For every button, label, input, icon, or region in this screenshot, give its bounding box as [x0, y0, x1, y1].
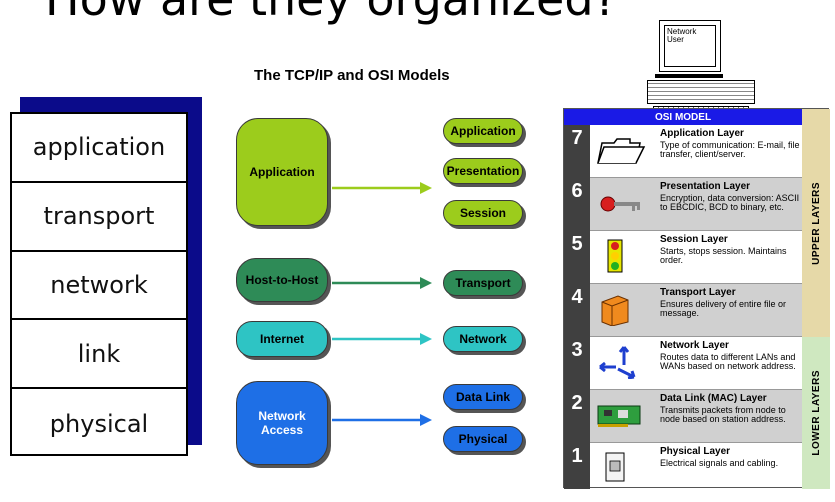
key-icon [600, 196, 640, 212]
layer-name: Application Layer [660, 128, 744, 139]
layer-number-5: 5 [564, 231, 590, 284]
tcpip-application: Application [236, 118, 328, 226]
tcpip-network-access-label: Network Access [258, 408, 306, 437]
stack-layer-physical: physical [49, 409, 149, 438]
layer-number-7: 7 [564, 125, 590, 178]
layer-number-4: 4 [564, 284, 590, 337]
package-icon [601, 295, 629, 326]
lower-layers-band: LOWER LAYERS [802, 337, 830, 489]
osi-layer-6: Presentation Layer Encryption, data conv… [590, 178, 802, 231]
layer-name: Data Link (MAC) Layer [660, 393, 767, 404]
layer-name: Transport Layer [660, 287, 736, 298]
tcpip-network-access: Network Access [236, 381, 328, 465]
arrow-network [332, 333, 432, 345]
osi-pill-session: Session [443, 200, 523, 226]
layer-name: Network Layer [660, 340, 729, 351]
network-user-computer-icon: Network User [647, 20, 757, 114]
diagram-title: The TCP/IP and OSI Models [254, 67, 450, 84]
osi-layer-7: Application Layer Type of communication:… [590, 125, 802, 178]
osi-pill-physical: Physical [443, 426, 523, 452]
osi-model-panel: OSI MODEL UPPER LAYERS LOWER LAYERS 7 Ap… [563, 108, 830, 489]
layer-desc: Type of communication: E-mail, file tran… [660, 140, 800, 160]
osi-pill-transport: Transport [443, 270, 523, 296]
arrow-datalink [332, 414, 432, 426]
monitor: Network User [659, 20, 721, 72]
monitor-base [655, 74, 723, 78]
osi-pill-network: Network [443, 326, 523, 352]
network-card-icon [597, 405, 641, 427]
layer-desc: Ensures delivery of entire file or messa… [660, 299, 787, 319]
lower-layers-label: LOWER LAYERS [810, 370, 822, 456]
layer-name: Presentation Layer [660, 181, 751, 192]
layer-number-3: 3 [564, 337, 590, 390]
osi-pill-application: Application [443, 118, 523, 144]
layer-desc: Routes data to different LANs and WANs b… [660, 352, 796, 372]
routing-arrows-icon [599, 346, 636, 379]
page-heading: How are they organized? [45, 0, 618, 22]
osi-layer-5: Session Layer Starts, stops session. Mai… [590, 231, 802, 284]
stack-layer-network: network [12, 252, 186, 321]
arrow-application [332, 182, 432, 194]
stack-layer-link: link [12, 320, 186, 390]
monitor-screen-label: Network User [664, 25, 716, 67]
stack-layer-transport: transport [12, 183, 186, 252]
osi-layer-1: Physical Layer Electrical signals and ca… [590, 443, 802, 489]
layer-number-1: 1 [564, 443, 590, 489]
layer-name: Physical Layer [660, 446, 731, 457]
upper-layers-band: UPPER LAYERS [802, 109, 830, 337]
layer-desc: Transmits packets from node to node base… [660, 405, 786, 425]
osi-panel-header: OSI MODEL [564, 109, 802, 125]
layer-desc: Encryption, data conversion: ASCII to EB… [660, 193, 800, 213]
layer-name: Session Layer [660, 234, 728, 245]
layer-number-6: 6 [564, 178, 590, 231]
osi-layer-3: Network Layer Routes data to different L… [590, 337, 802, 390]
osi-layer-4: Transport Layer Ensures delivery of enti… [590, 284, 802, 337]
osi-pill-data-link: Data Link [443, 384, 523, 410]
traffic-light-icon [607, 239, 623, 273]
wall-socket-icon [605, 452, 625, 482]
osi-pill-presentation: Presentation [443, 158, 523, 184]
arrow-transport [332, 277, 432, 289]
layer-desc: Starts, stops session. Maintains order. [660, 246, 787, 266]
layer-number-2: 2 [564, 390, 590, 443]
osi-layer-2: Data Link (MAC) Layer Transmits packets … [590, 390, 802, 443]
upper-layers-label: UPPER LAYERS [810, 181, 822, 265]
stack-layer-application: application [12, 114, 186, 183]
protocol-stack: application transport network link physi… [10, 112, 188, 456]
folder-icon [597, 138, 646, 164]
tcpip-host-to-host: Host-to-Host [236, 258, 328, 302]
layer-desc: Electrical signals and cabling. [660, 458, 779, 468]
computer-case [647, 80, 755, 104]
tcpip-internet: Internet [236, 321, 328, 357]
